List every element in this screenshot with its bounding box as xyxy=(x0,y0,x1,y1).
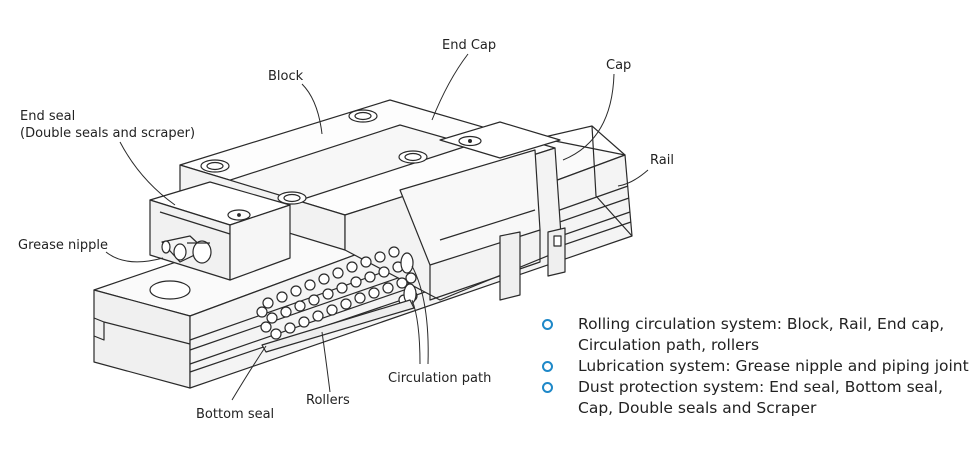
leader-rail xyxy=(617,169,649,187)
legend-item-dust-protection: Dust protection system: End seal, Bottom… xyxy=(540,377,972,419)
label-circulation-path: Circulation path xyxy=(388,371,492,386)
system-legend: Rolling circulation system: Block, Rail,… xyxy=(540,314,972,419)
legend-text: Dust protection system: End seal, Bottom… xyxy=(578,378,943,417)
label-end-cap: End Cap xyxy=(442,38,497,53)
label-block: Block xyxy=(268,69,304,84)
legend-text: Rolling circulation system: Block, Rail,… xyxy=(578,315,945,354)
leader-block xyxy=(301,83,323,135)
grease-nipple xyxy=(161,235,212,264)
label-rollers: Rollers xyxy=(306,393,350,408)
label-rail: Rail xyxy=(650,153,674,168)
bullet-circle-icon xyxy=(542,382,553,393)
legend-item-rolling: Rolling circulation system: Block, Rail,… xyxy=(540,314,972,356)
label-end-seal-line1: End seal xyxy=(20,109,76,124)
leader-bottom-seal xyxy=(231,345,267,401)
leader-circulation-upper xyxy=(411,265,429,365)
legend-item-lubrication: Lubrication system: Grease nipple and pi… xyxy=(540,356,972,377)
label-grease-nipple: Grease nipple xyxy=(18,238,108,253)
bottom-seal xyxy=(261,299,415,353)
leader-circulation-lower xyxy=(411,299,421,365)
label-cap: Cap xyxy=(606,58,632,73)
legend-text: Lubrication system: Grease nipple and pi… xyxy=(578,357,969,375)
leader-end-seal xyxy=(119,141,176,206)
circulation-path-end-upper xyxy=(400,252,414,274)
leader-cap xyxy=(562,73,615,161)
label-end-seal: End seal (Double seals and scraper) xyxy=(20,108,195,142)
leader-end-cap xyxy=(431,53,469,121)
label-end-seal-line2: (Double seals and scraper) xyxy=(20,126,196,141)
bullet-circle-icon xyxy=(542,361,553,372)
leader-grease-nipple xyxy=(105,251,164,263)
label-bottom-seal: Bottom seal xyxy=(196,407,275,422)
leader-rollers xyxy=(321,331,331,393)
leader-lines xyxy=(105,53,649,401)
bullet-circle-icon xyxy=(542,319,553,330)
